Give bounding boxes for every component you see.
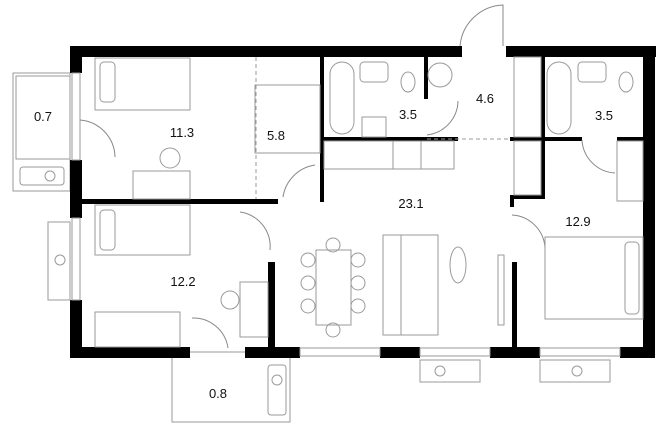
room-area-balcony-bottom: 0.8	[209, 386, 227, 401]
room-area-balcony-left: 0.7	[34, 109, 52, 124]
room-area-bedroom-right: 12.9	[565, 214, 590, 229]
room-area-bedroom-top: 11.3	[170, 125, 194, 140]
room-area-hall: 5.8	[267, 128, 285, 143]
balcony-bottom	[171, 351, 291, 423]
room-area-bathroom-left: 3.5	[399, 107, 417, 122]
room-area-bedroom-bottom: 12.2	[170, 274, 195, 289]
furniture	[94, 56, 644, 348]
walls	[70, 46, 656, 358]
balcony-left	[12, 72, 71, 192]
windows	[47, 72, 621, 383]
room-area-living-kitchen: 23.1	[398, 196, 423, 211]
room-area-bathroom-right: 3.5	[595, 108, 613, 123]
doors	[79, 4, 616, 349]
room-area-entrance: 4.6	[476, 91, 494, 106]
